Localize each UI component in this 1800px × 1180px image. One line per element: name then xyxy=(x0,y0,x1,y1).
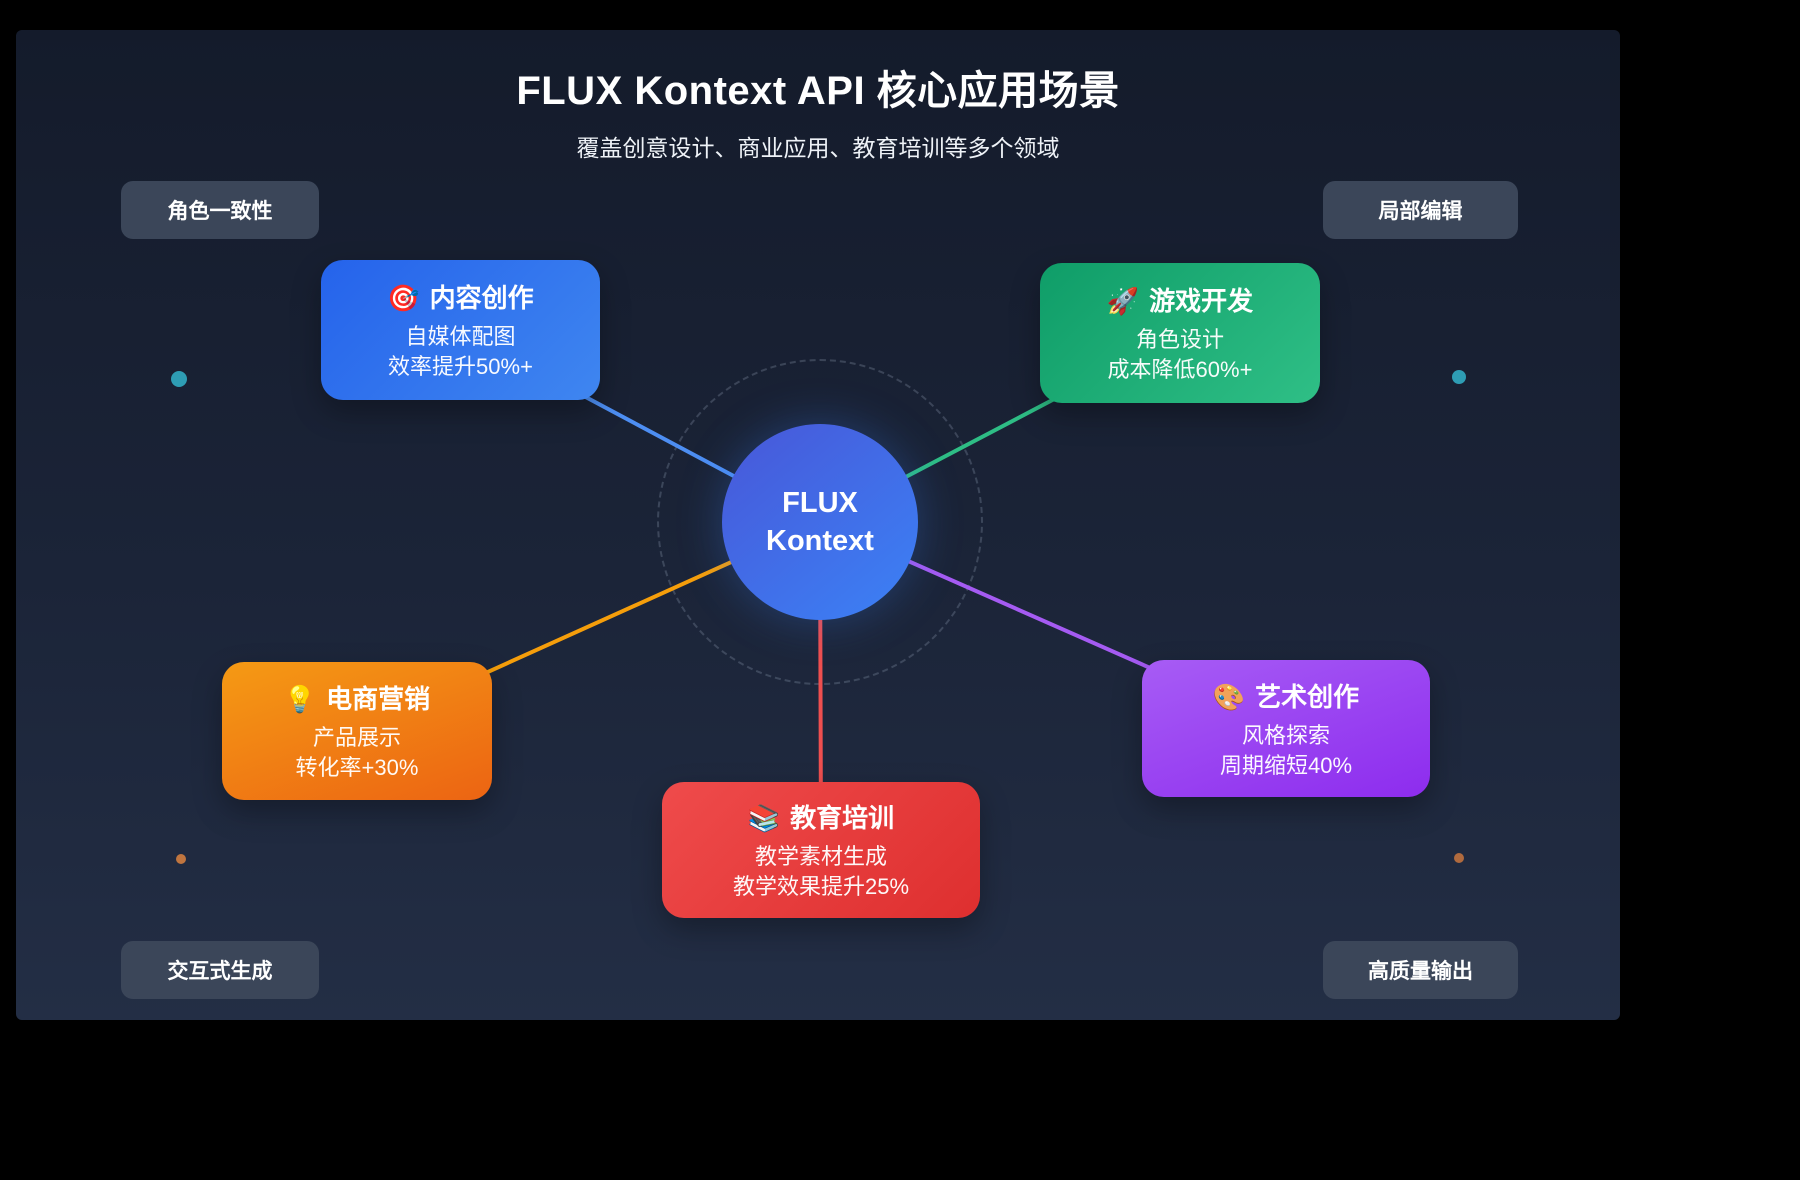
card-education-training: 📚 教育培训 教学素材生成 教学效果提升25% xyxy=(662,782,980,918)
center-node-line-2: Kontext xyxy=(766,525,874,557)
card-ecommerce-marketing: 💡 电商营销 产品展示 转化率+30% xyxy=(222,662,492,800)
card-line-2: 教学效果提升25% xyxy=(732,874,910,899)
card-line-1: 自媒体配图 xyxy=(405,324,516,350)
dart-target-icon: 🎯 xyxy=(387,283,420,314)
badge-label: 高质量输出 xyxy=(1368,960,1473,983)
badge-label: 角色一致性 xyxy=(167,200,273,223)
card-title-text: 内容创作 xyxy=(429,283,534,314)
card-line-1: 风格探索 xyxy=(1241,722,1330,748)
books-icon: 📚 xyxy=(747,803,781,834)
diagram-canvas: FLUX Kontext API 核心应用场景 覆盖创意设计、商业应用、教育培训… xyxy=(16,30,1620,1020)
decor-dot-right-upper xyxy=(1452,370,1466,384)
card-line-2: 周期缩短40% xyxy=(1219,752,1353,778)
card-title: 🚀 游戏开发 xyxy=(1107,281,1253,318)
badge-label: 交互式生成 xyxy=(167,960,273,983)
badge-local-editing: 局部编辑 xyxy=(1323,181,1518,239)
header: FLUX Kontext API 核心应用场景 覆盖创意设计、商业应用、教育培训… xyxy=(16,58,1620,163)
card-line-2: 转化率+30% xyxy=(295,755,419,780)
card-line-2: 成本降低60%+ xyxy=(1107,357,1253,382)
card-line-1: 角色设计 xyxy=(1135,327,1224,353)
card-title: 💡 电商营销 xyxy=(284,679,430,716)
page-subtitle: 覆盖创意设计、商业应用、教育培训等多个领域 xyxy=(576,135,1060,161)
decor-dot-left-lower xyxy=(176,854,186,864)
card-title: 🎯 内容创作 xyxy=(387,278,533,315)
card-title: 🎨 艺术创作 xyxy=(1213,677,1359,714)
card-line-2: 效率提升50%+ xyxy=(388,354,533,379)
card-title-text: 电商营销 xyxy=(326,684,431,715)
card-title-text: 游戏开发 xyxy=(1149,286,1254,317)
badge-character-consistency: 角色一致性 xyxy=(121,181,319,239)
page-title: FLUX Kontext API 核心应用场景 xyxy=(516,69,1120,113)
center-node-line-1: FLUX xyxy=(782,486,858,519)
decor-dot-left-upper xyxy=(171,371,187,387)
light-bulb-icon: 💡 xyxy=(283,684,317,715)
rocket-icon: 🚀 xyxy=(1106,286,1140,317)
card-title-text: 艺术创作 xyxy=(1255,681,1360,712)
center-node-flux-kontext: FLUX Kontext xyxy=(722,424,918,620)
card-line-1: 产品展示 xyxy=(312,725,401,751)
card-title: 📚 教育培训 xyxy=(748,798,894,835)
badge-interactive-generation: 交互式生成 xyxy=(121,941,319,999)
badge-high-quality-output: 高质量输出 xyxy=(1323,941,1518,999)
card-art-creation: 🎨 艺术创作 风格探索 周期缩短40% xyxy=(1142,660,1430,797)
card-title-text: 教育培训 xyxy=(790,803,895,834)
card-game-dev: 🚀 游戏开发 角色设计 成本降低60%+ xyxy=(1040,263,1320,403)
badge-label: 局部编辑 xyxy=(1378,200,1463,223)
card-line-1: 教学素材生成 xyxy=(754,844,887,870)
decor-dot-right-lower xyxy=(1454,853,1464,863)
palette-icon: 🎨 xyxy=(1212,681,1246,712)
card-content-creation: 🎯 内容创作 自媒体配图 效率提升50%+ xyxy=(321,260,600,400)
